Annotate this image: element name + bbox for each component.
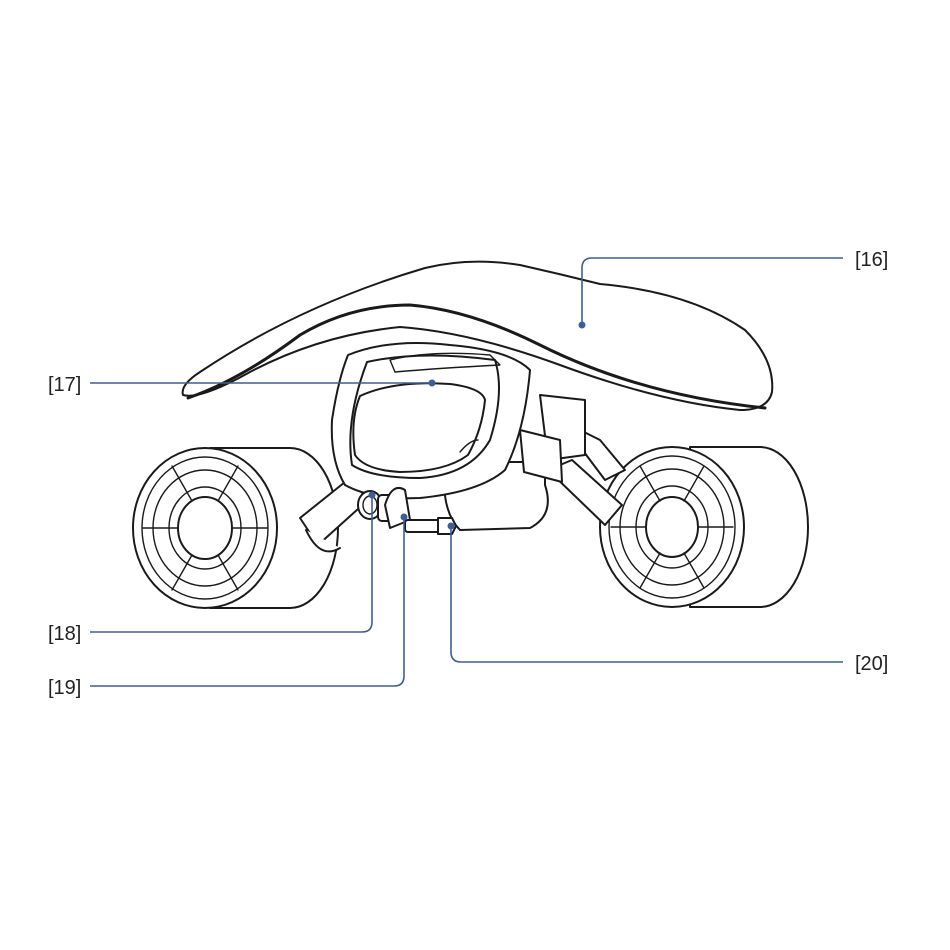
callout-label-19: [19] (48, 677, 81, 699)
callout-label-17: [17] (48, 374, 81, 396)
right-thruster (600, 447, 808, 607)
callout-label-20: [20] (855, 653, 888, 675)
sea-scooter-illustration (133, 262, 808, 608)
callout-label-16: [16] (855, 249, 888, 271)
callout-label-18: [18] (48, 623, 81, 645)
